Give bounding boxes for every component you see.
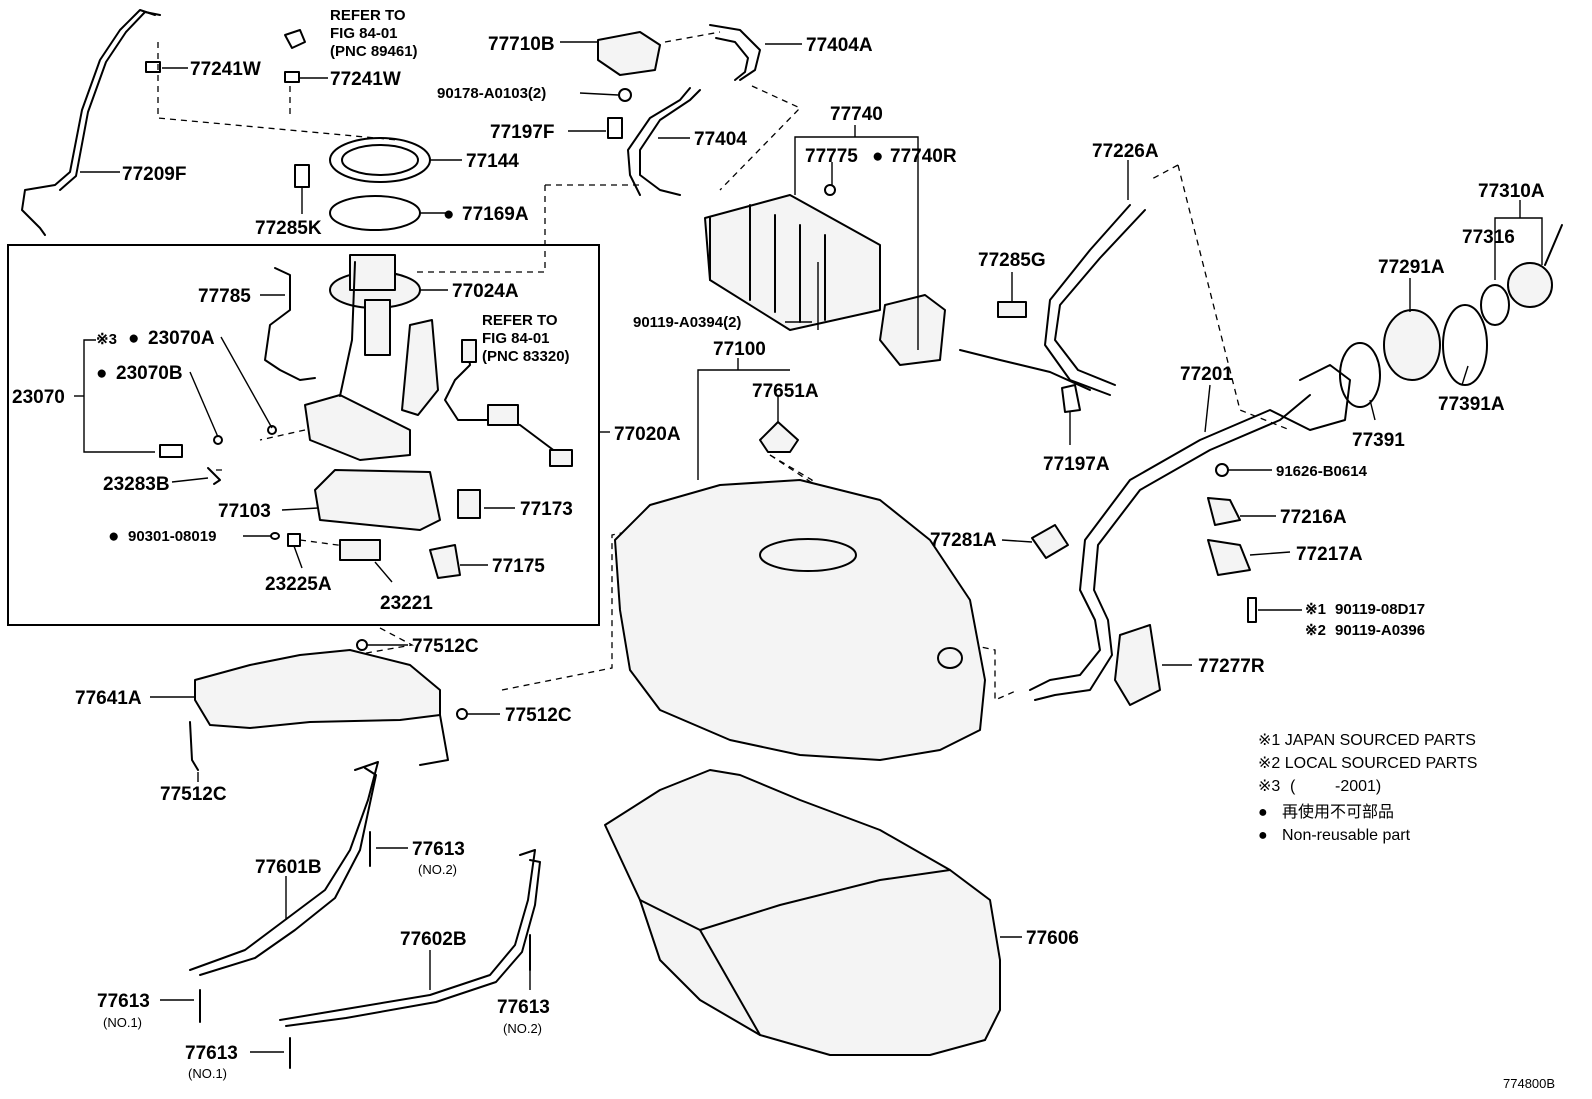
label-77024A: 77024A	[452, 281, 519, 302]
legend-bullet-1: ●	[1258, 804, 1268, 821]
part-labels: 77241W 77241W REFER TO FIG 84-01 (PNC 89…	[12, 7, 1545, 1081]
label-77316: 77316	[1462, 227, 1515, 248]
label-90119-08D17: 90119-08D17	[1335, 601, 1425, 618]
label-77613-d: 77613	[185, 1043, 238, 1064]
label-77241W-b: 77241W	[330, 69, 401, 90]
label-90119-A0396: 90119-A0396	[1335, 622, 1425, 639]
label-77391A: 77391A	[1438, 394, 1505, 415]
label-77613-d-note: (NO.1)	[188, 1066, 227, 1081]
label-77404: 77404	[694, 129, 747, 150]
part-shapes	[21, 9, 1563, 1069]
label-77197F: 77197F	[490, 122, 554, 143]
bullet-23070B: ●	[96, 363, 107, 384]
legend-nonreuse-jp: 再使用不可部品	[1282, 803, 1394, 821]
legend-note-2: ※2 LOCAL SOURCED PARTS	[1258, 755, 1477, 772]
label-77226A: 77226A	[1092, 141, 1159, 162]
figure-id: 774800B	[1503, 1076, 1555, 1091]
label-77404A: 77404A	[806, 35, 873, 56]
label-77710B: 77710B	[488, 34, 555, 55]
label-refer2-line3: (PNC 83320)	[482, 348, 570, 365]
bullet-77740R: ●	[872, 146, 883, 167]
label-77613-c-note: (NO.2)	[503, 1021, 542, 1036]
label-77785: 77785	[198, 286, 251, 307]
legend-bullet-2: ●	[1258, 827, 1268, 844]
legend: ※1 JAPAN SOURCED PARTS ※2 LOCAL SOURCED …	[1258, 732, 1477, 844]
label-77217A: 77217A	[1296, 544, 1363, 565]
label-77209F: 77209F	[122, 164, 186, 185]
label-77100: 77100	[713, 339, 766, 360]
label-77291A: 77291A	[1378, 257, 1445, 278]
bullet-77169A: ●	[443, 204, 454, 225]
label-77391: 77391	[1352, 430, 1405, 451]
label-77613-a: 77613	[412, 839, 465, 860]
label-77201: 77201	[1180, 364, 1233, 385]
label-77175: 77175	[492, 556, 545, 577]
legend-note-3-paren: (	[1290, 778, 1296, 795]
label-77169A: 77169A	[462, 204, 529, 225]
label-77285G: 77285G	[978, 250, 1046, 271]
label-77277R: 77277R	[1198, 656, 1265, 677]
label-77775: 77775	[805, 146, 858, 167]
label-refer2-line1: REFER TO	[482, 312, 558, 329]
legend-note-3-value: -2001)	[1335, 778, 1381, 795]
label-90119-A0396-mark: ※2	[1305, 622, 1326, 639]
label-77103: 77103	[218, 501, 271, 522]
label-77740R: 77740R	[890, 146, 957, 167]
label-23225A: 23225A	[265, 574, 332, 595]
label-77641A: 77641A	[75, 688, 142, 709]
label-90119-08D17-mark: ※1	[1305, 601, 1326, 618]
label-refer1-line2: FIG 84-01	[330, 25, 398, 42]
label-77601B: 77601B	[255, 857, 322, 878]
label-77216A: 77216A	[1280, 507, 1347, 528]
label-77285K: 77285K	[255, 218, 322, 239]
leader-lines	[74, 41, 1543, 1053]
label-23070: 23070	[12, 387, 65, 408]
label-refer1-line1: REFER TO	[330, 7, 406, 24]
label-77512C-a: 77512C	[412, 636, 479, 657]
label-77613-b: 77613	[97, 991, 150, 1012]
label-77613-a-note: (NO.2)	[418, 862, 457, 877]
label-77606: 77606	[1026, 928, 1079, 949]
pump-assembly-frame	[7, 244, 600, 626]
label-77281A: 77281A	[930, 530, 997, 551]
label-23070B: 23070B	[116, 363, 183, 384]
label-77651A: 77651A	[752, 381, 819, 402]
label-77144: 77144	[466, 151, 519, 172]
label-77613-c: 77613	[497, 997, 550, 1018]
bullet-23070A: ●	[128, 328, 139, 349]
label-77197A: 77197A	[1043, 454, 1110, 475]
legend-nonreuse-en: Non-reusable part	[1282, 827, 1411, 844]
label-77740: 77740	[830, 104, 883, 125]
label-77512C-b: 77512C	[505, 705, 572, 726]
label-23070A: 23070A	[148, 328, 215, 349]
label-77310A: 77310A	[1478, 181, 1545, 202]
label-77512C-c: 77512C	[160, 784, 227, 805]
label-23221: 23221	[380, 593, 433, 614]
label-refer1-line3: (PNC 89461)	[330, 43, 418, 60]
label-90301-08019: 90301-08019	[128, 528, 216, 545]
label-23283B: 23283B	[103, 474, 170, 495]
label-77241W-a: 77241W	[190, 59, 261, 80]
label-90119-A0394: 90119-A0394(2)	[633, 314, 741, 331]
label-23070A-mark: ※3	[96, 331, 117, 348]
legend-note-1: ※1 JAPAN SOURCED PARTS	[1258, 732, 1476, 749]
label-91626-B0614: 91626-B0614	[1276, 463, 1368, 480]
bullet-90301: ●	[108, 526, 119, 547]
legend-note-3-mark: ※3	[1258, 778, 1280, 795]
label-77613-b-note: (NO.1)	[103, 1015, 142, 1030]
label-77602B: 77602B	[400, 929, 467, 950]
label-refer2-line2: FIG 84-01	[482, 330, 550, 347]
label-77173: 77173	[520, 499, 573, 520]
label-77020A: 77020A	[614, 424, 681, 445]
label-90178-A0103: 90178-A0103(2)	[437, 85, 546, 102]
